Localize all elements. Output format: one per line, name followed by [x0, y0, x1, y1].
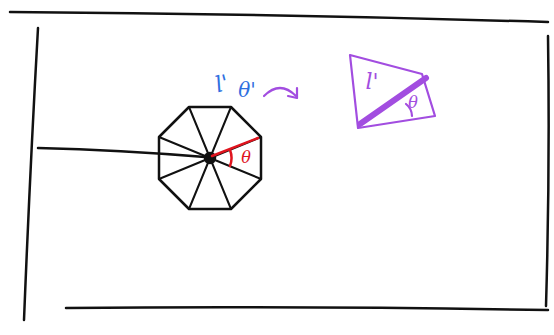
- frame-left: [24, 28, 38, 320]
- shaft-line: [38, 148, 205, 157]
- arrow-head: [288, 88, 297, 98]
- sketch-label: l': [365, 71, 378, 93]
- sketch-label: θ': [238, 80, 256, 100]
- sketch-label: θ: [408, 95, 418, 111]
- wheel-octagon: [159, 107, 261, 209]
- frame-right: [546, 36, 549, 306]
- sketch-label: l': [213, 72, 231, 97]
- highlight-spoke: [212, 138, 258, 156]
- frame-top: [10, 12, 548, 22]
- rotation-arrow: [264, 88, 296, 96]
- angle-arc: [230, 150, 232, 166]
- frame-bottom: [66, 307, 548, 310]
- sketch-label: θ: [241, 150, 251, 166]
- triangle-outline: [350, 55, 435, 128]
- wheel-spokes: [159, 107, 261, 209]
